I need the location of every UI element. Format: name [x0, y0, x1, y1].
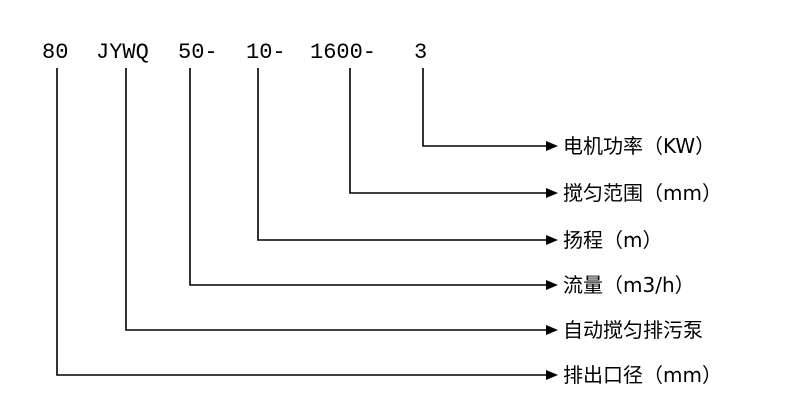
- arrowhead-motor-power: [546, 141, 558, 151]
- leader-line-flow: [189, 68, 548, 286]
- arrowheads: [546, 141, 558, 380]
- arrowhead-head: [546, 235, 558, 245]
- label-outlet-diameter: 排出口径（mm）: [563, 363, 722, 387]
- label-head: 扬程（m）: [563, 228, 662, 252]
- leader-lines: [56, 68, 548, 376]
- label-stir-range: 搅匀范围（mm）: [563, 181, 722, 205]
- arrowhead-flow: [546, 280, 558, 290]
- code-part-flow: 50-: [178, 40, 218, 65]
- leader-line-head: [257, 68, 548, 241]
- label-motor-power: 电机功率（KW）: [563, 134, 715, 158]
- code-part-stir-range: 1600-: [310, 40, 376, 65]
- label-flow: 流量（m3/h）: [563, 273, 695, 297]
- arrowhead-series: [546, 325, 558, 335]
- arrowhead-stir-range: [546, 188, 558, 198]
- leader-line-motor-power: [422, 68, 548, 147]
- code-part-series: JYWQ: [96, 40, 149, 65]
- leader-line-stir-range: [349, 68, 548, 194]
- code-part-outlet-diameter: 80: [42, 40, 68, 65]
- leader-line-outlet-diameter: [56, 68, 548, 376]
- arrowhead-outlet-diameter: [546, 370, 558, 380]
- labels: 电机功率（KW） 搅匀范围（mm） 扬程（m） 流量（m3/h） 自动搅匀排污泵…: [563, 134, 722, 387]
- code-part-head: 10-: [246, 40, 286, 65]
- label-pump-type: 自动搅匀排污泵: [563, 318, 703, 342]
- code-part-motor-power: 3: [414, 40, 427, 65]
- model-code: 80 JYWQ 50- 10- 1600- 3: [42, 40, 427, 65]
- leader-line-series: [125, 68, 548, 331]
